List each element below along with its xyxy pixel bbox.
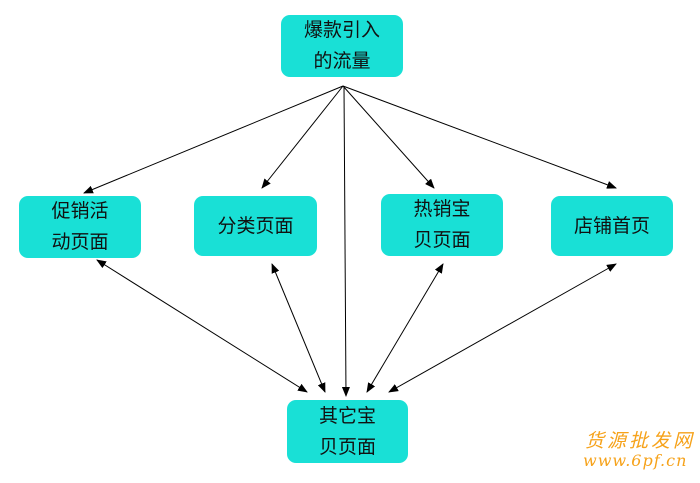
- arrow-top-to-hot: [342, 85, 435, 189]
- arrow-promo-other: [96, 259, 308, 393]
- arrow-top-to-category: [261, 85, 344, 189]
- arrow-hot-other: [366, 263, 444, 393]
- node-promo-page: 促销活 动页面: [19, 196, 141, 258]
- node-hot-item-page: 热销宝 贝页面: [381, 194, 503, 256]
- arrow-top-to-other: [341, 85, 350, 397]
- arrow-top-to-store: [342, 85, 617, 189]
- node-store-home: 店铺首页: [551, 196, 673, 256]
- arrow-store-other: [388, 263, 617, 393]
- arrow-category-other: [271, 263, 326, 393]
- watermark-url: www.6pf.cn: [583, 451, 688, 470]
- watermark-title: 货源批发网: [585, 430, 696, 452]
- node-category-page: 分类页面: [194, 196, 317, 256]
- node-traffic-source: 爆款引入 的流量: [281, 15, 403, 77]
- node-other-item-page: 其它宝 贝页面: [287, 400, 408, 463]
- arrow-top-to-promo: [83, 85, 344, 194]
